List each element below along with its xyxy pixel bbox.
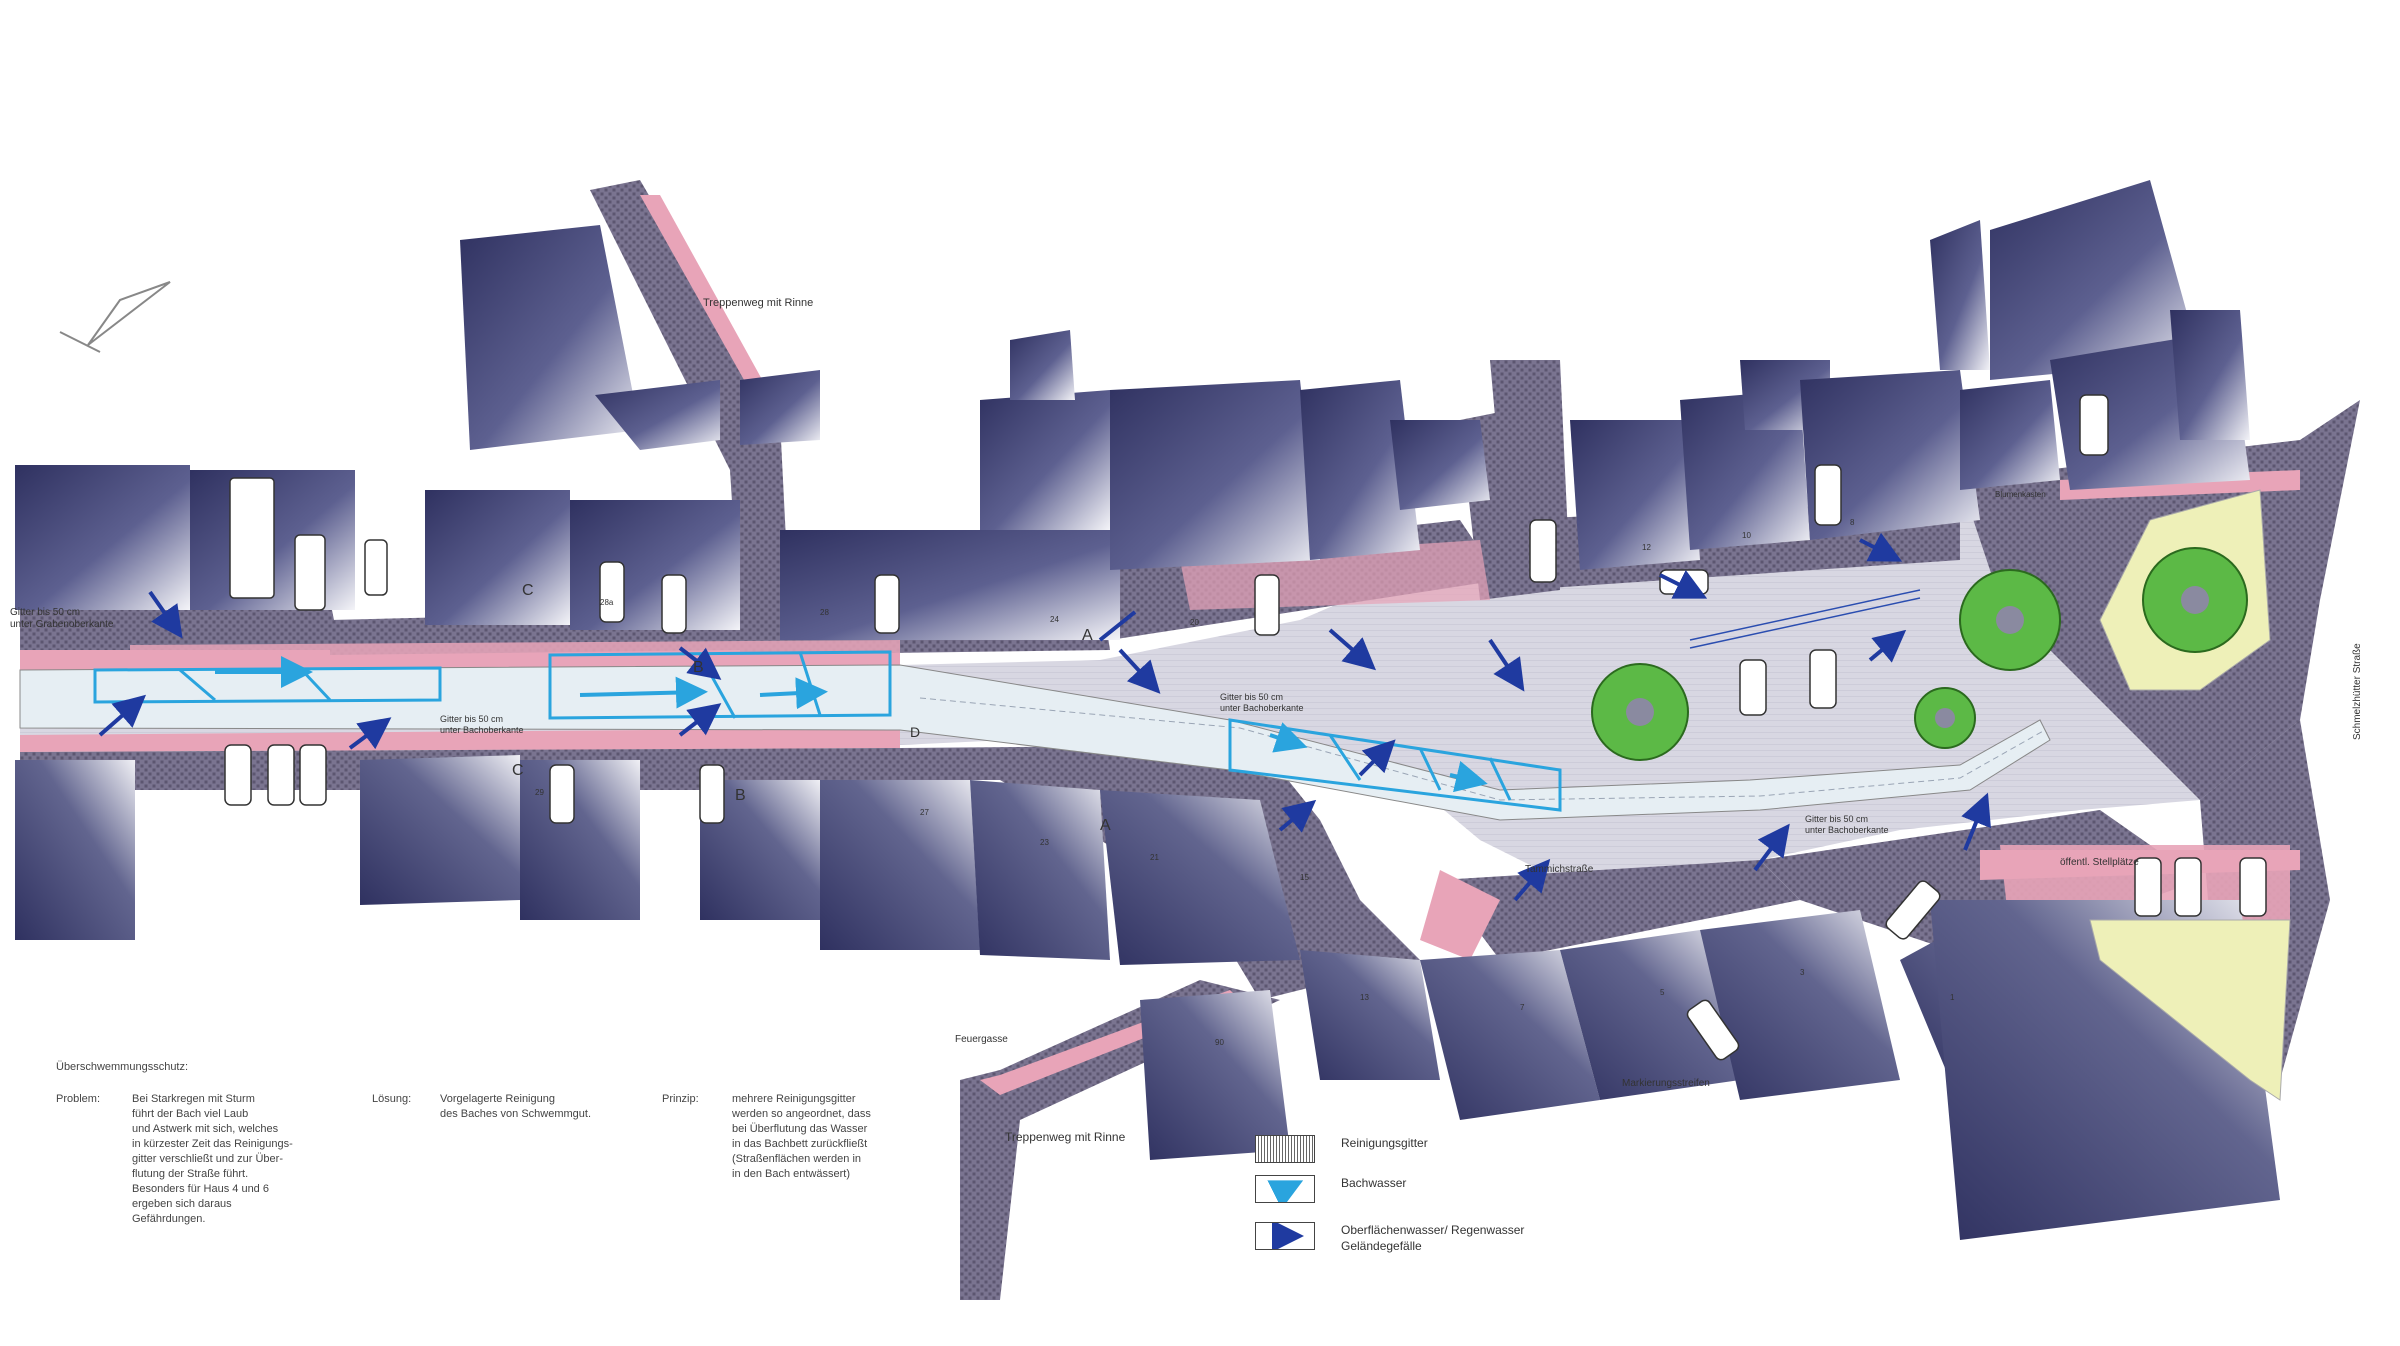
section-letter: A (1100, 817, 1111, 834)
legend-item: Oberflächenwasser/ Regenwasser Geländege… (1255, 1222, 1524, 1254)
label-treppenweg-top: Treppenweg mit Rinne (703, 297, 813, 309)
section-letter: B (693, 659, 704, 676)
dark-blue-arrow-icon (1255, 1222, 1315, 1250)
house-number: 15 (1300, 873, 1309, 882)
house-number: 5 (1660, 988, 1665, 997)
house-number: 28a (600, 598, 614, 607)
grid-icon (1255, 1135, 1315, 1163)
label-feuergasse: Feuergasse (955, 1034, 1008, 1045)
tree-icon (1591, 663, 1689, 761)
streamwater-arrows (215, 656, 1488, 793)
light-blue-arrow-icon (1255, 1175, 1315, 1203)
trees (1591, 547, 2248, 761)
house-number: 90 (1215, 1038, 1224, 1047)
house-number: 7 (1520, 1003, 1525, 1012)
legend-label: Reinigungsgitter (1341, 1136, 1428, 1150)
rainwater-arrows (98, 532, 1991, 902)
house-number: 27 (920, 808, 929, 817)
problem-label: Problem: (56, 1093, 101, 1105)
loesung-text: Vorgelagerte Reinigung des Baches von Sc… (440, 1093, 592, 1120)
stream-channel (19, 664, 2051, 821)
house-number: 13 (1360, 993, 1369, 1002)
section-letter: C (512, 762, 524, 779)
tree-icon (1914, 687, 1976, 749)
label-tammichstrasse: Tammichstraße (1525, 864, 1594, 875)
problem-text: Bei Starkregen mit Sturm führt der Bach … (132, 1093, 293, 1225)
house-number: 3 (1800, 968, 1805, 977)
house-number: 29 (535, 788, 544, 797)
parked-cars (224, 394, 2267, 1061)
house-number: 8 (1850, 518, 1855, 527)
prinzip-label: Prinzip: (662, 1093, 699, 1105)
legend-label: Oberflächenwasser/ Regenwasser Geländege… (1341, 1223, 1525, 1253)
label-blumenkasten: Blumenkasten (1995, 490, 2046, 499)
house-number: 24 (1050, 615, 1059, 624)
label-stellplaetze: öffentl. Stellplätze (2060, 857, 2139, 868)
prinzip-text: mehrere Reinigungsgitter werden so angeo… (732, 1093, 871, 1180)
section-letter: D (910, 724, 920, 740)
tree-icon (2142, 547, 2248, 653)
house-number: 10 (1742, 531, 1751, 540)
legend-item: Bachwasser (1255, 1175, 1406, 1203)
rain-gutter (1689, 589, 1921, 649)
house-number: 28 (820, 608, 829, 617)
house-number: 20 (1190, 618, 1199, 627)
legend-item: Reinigungsgitter (1255, 1135, 1428, 1163)
house-number: 1 (1950, 993, 1955, 1002)
notes-title: Überschwemmungsschutz: (56, 1061, 189, 1073)
tree-icon (1959, 569, 2061, 671)
section-letter: C (522, 582, 534, 599)
house-number: 12 (1642, 543, 1651, 552)
legend-label: Bachwasser (1341, 1176, 1407, 1190)
north-arrow-icon (59, 281, 171, 353)
label-treppenweg-bottom: Treppenweg mit Rinne (1005, 1130, 1126, 1144)
section-letter: A (1082, 627, 1093, 644)
buildings (15, 180, 2280, 1240)
house-number: 21 (1150, 853, 1159, 862)
label-markierungsstreifen: Markierungsstreifen (1622, 1078, 1710, 1089)
map-labels: Treppenweg mit Rinne Treppenweg mit Rinn… (10, 297, 2363, 1144)
house-number: 23 (1040, 838, 1049, 847)
loesung-label: Lösung: (372, 1093, 412, 1105)
section-letter: B (735, 787, 746, 804)
label-schmelzhuette: Schmelzhütter Straße (2352, 643, 2363, 740)
